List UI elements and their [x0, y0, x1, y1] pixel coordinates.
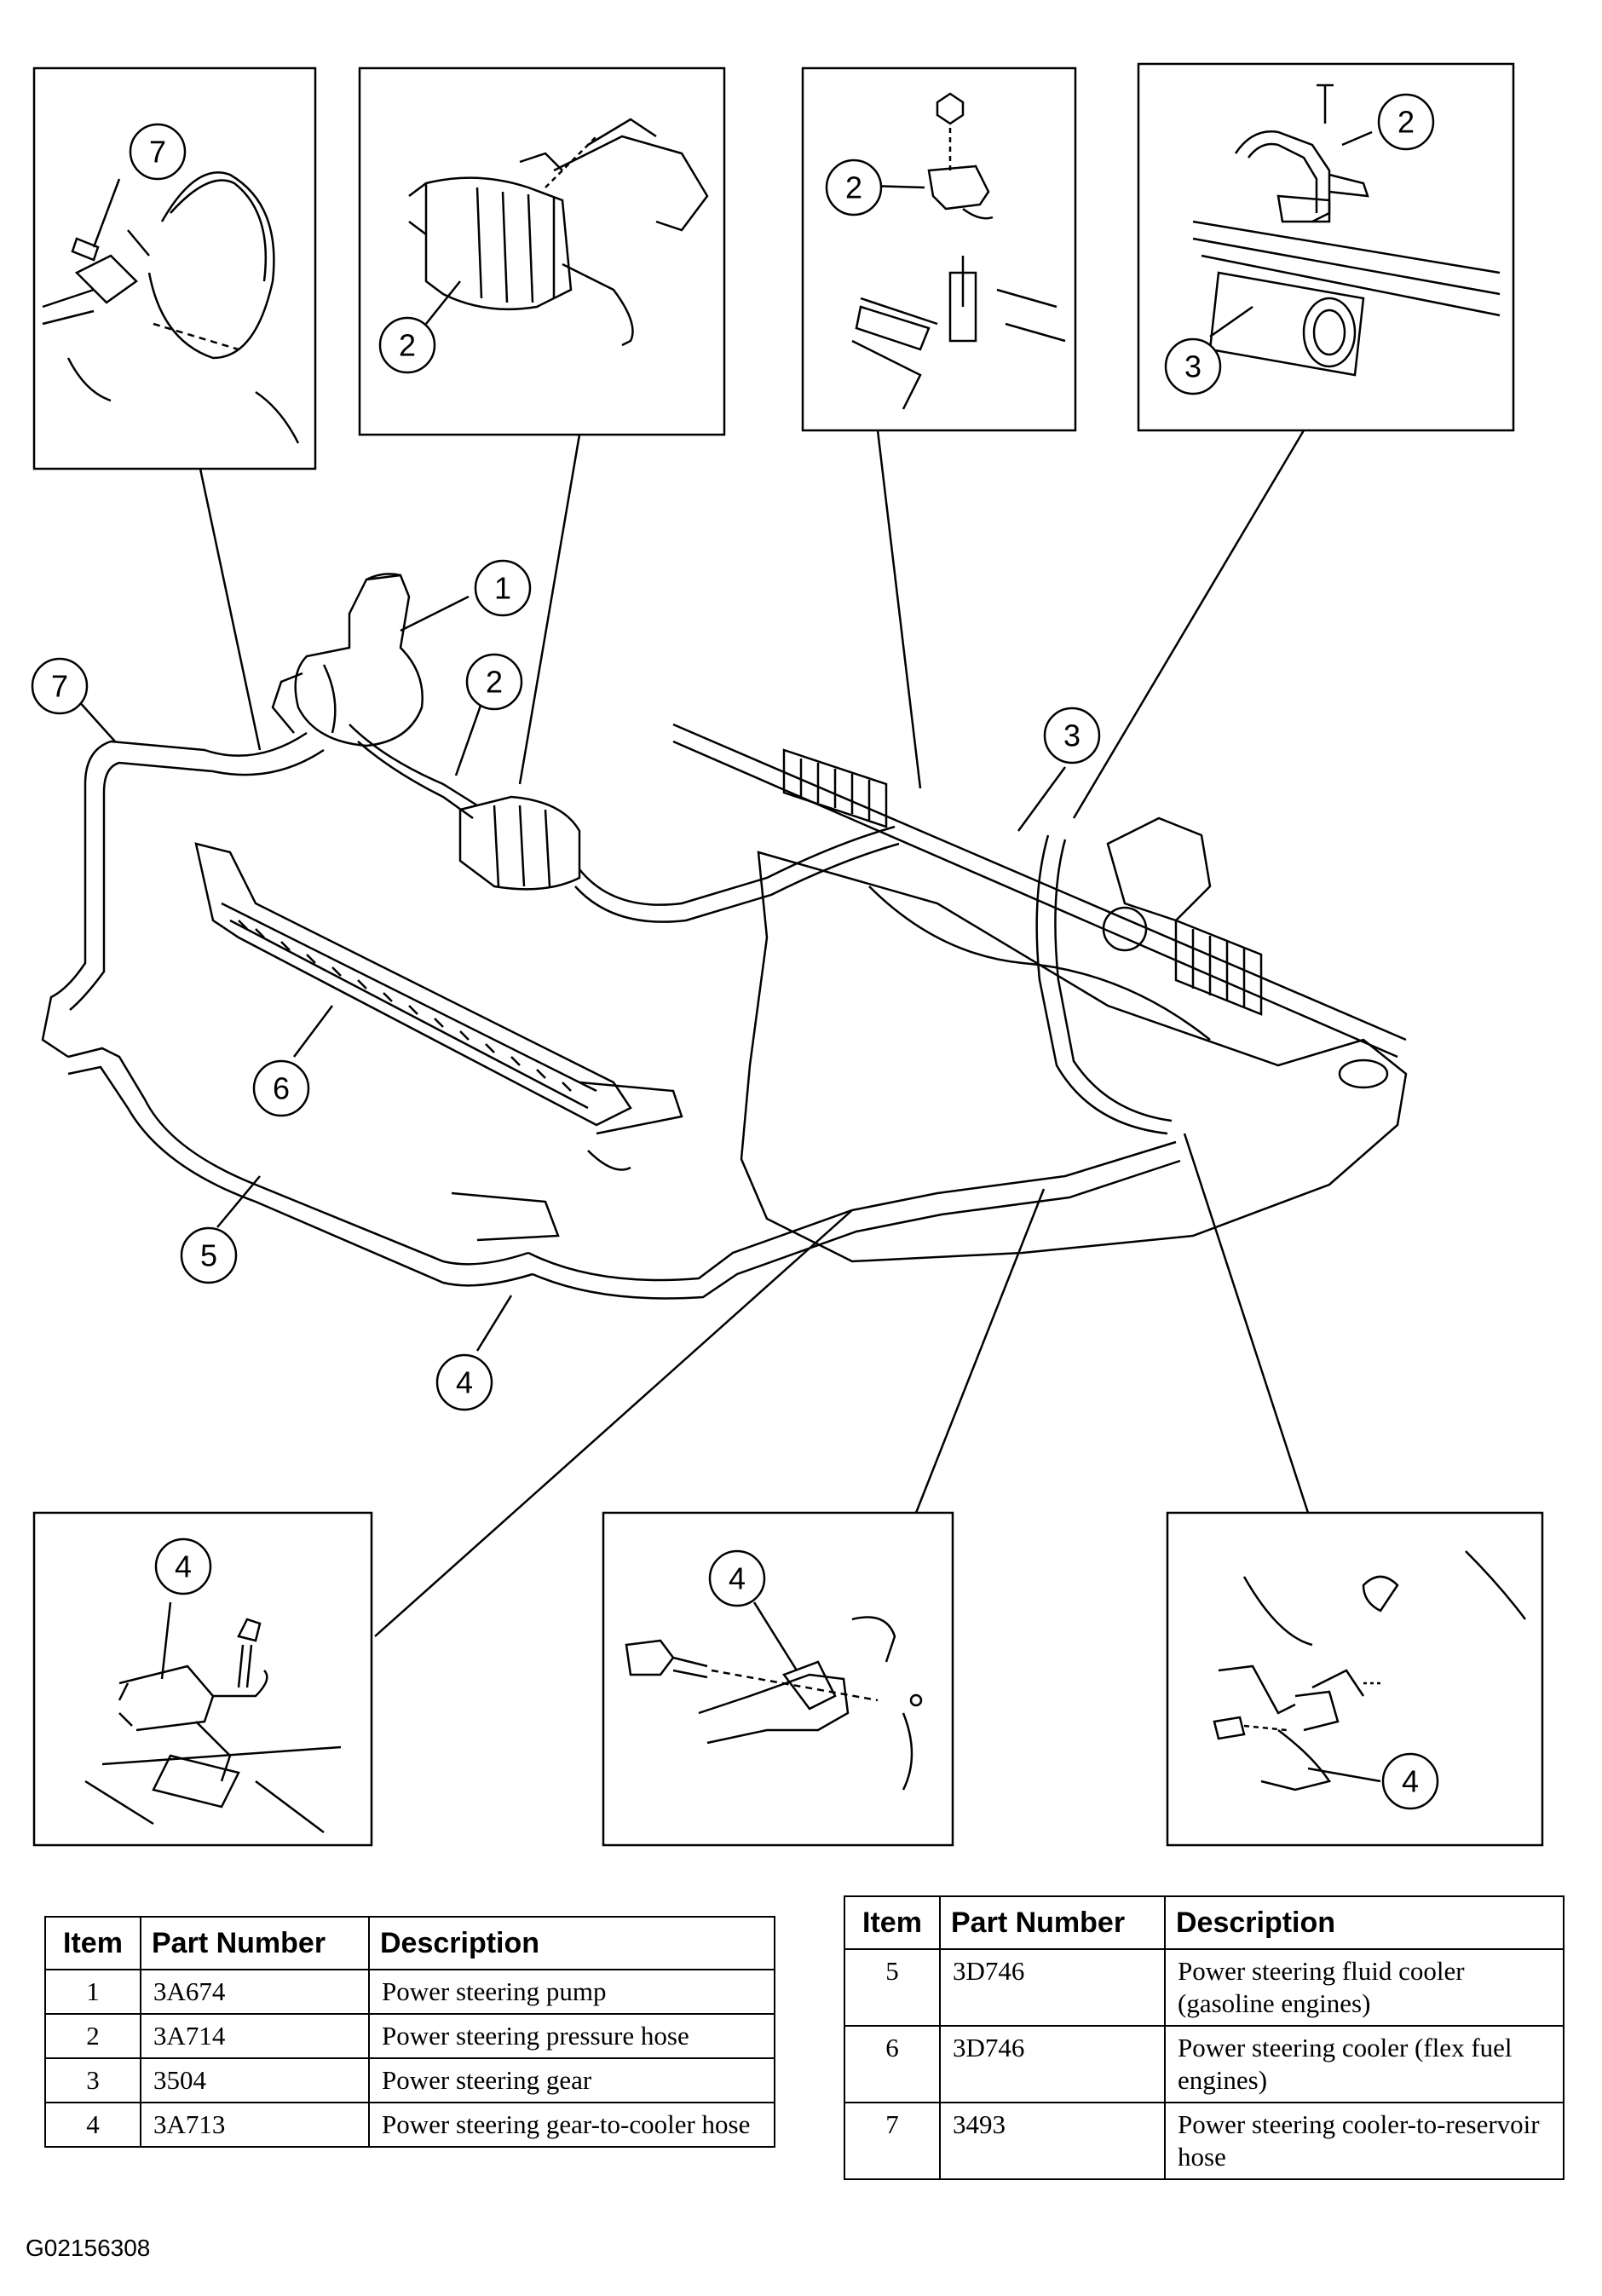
- callout-6: 6: [273, 1071, 290, 1106]
- table-row: 6 3D746 Power steering cooler (flex fuel…: [844, 2025, 1565, 2103]
- header-part-number: Part Number: [939, 1895, 1166, 1950]
- callout-2-gear-detail: 2: [1397, 105, 1415, 140]
- arrow-4-main: [475, 1295, 513, 1352]
- table-row: 1 3A674 Power steering pump: [44, 1969, 775, 2015]
- callout-circle: [1381, 1752, 1439, 1810]
- callout-2-bracket: 2: [845, 170, 862, 205]
- callout-circle: [1164, 337, 1222, 395]
- table-row: 4 3A713 Power steering gear-to-cooler ho…: [44, 2102, 775, 2148]
- cell-part-number: 3493: [939, 2102, 1166, 2180]
- callout-circle: [1377, 93, 1435, 151]
- callout-circle: [465, 653, 523, 711]
- detail-box-hose-4-c: [1166, 1511, 1544, 1847]
- callout-7-detail: 7: [149, 135, 166, 170]
- leader-7-detail: [199, 468, 262, 751]
- table-row: 2 3A714 Power steering pressure hose: [44, 2013, 775, 2059]
- header-description: Description: [1164, 1895, 1565, 1950]
- table-row: 7 3493 Power steering cooler-to-reservoi…: [844, 2102, 1565, 2180]
- leader-3-detail: [1072, 430, 1305, 819]
- table-header-row: Item Part Number Description: [44, 1916, 775, 1970]
- arrow-5: [216, 1175, 261, 1228]
- cell-description: Power steering pressure hose: [368, 2013, 775, 2059]
- cell-part-number: 3A674: [140, 1969, 370, 2015]
- callout-4-main: 4: [456, 1365, 473, 1400]
- detail-box-hose-2-bracket: [801, 66, 1077, 432]
- arrow-7-detail: [92, 178, 121, 248]
- table-header-row: Item Part Number Description: [844, 1895, 1565, 1950]
- table-row: 3 3504 Power steering gear: [44, 2057, 775, 2103]
- callout-4-b: 4: [729, 1561, 746, 1596]
- cell-item: 7: [844, 2102, 941, 2180]
- leader-2-detail: [518, 434, 581, 785]
- arrow-2-gear-detail: [1341, 130, 1373, 147]
- detail-box-hose-4-b: [602, 1511, 954, 1847]
- arrow-6: [293, 1005, 333, 1058]
- cell-item: 3: [44, 2057, 141, 2103]
- detail-box-hose-2-muffler: [358, 66, 726, 436]
- cell-item: 6: [844, 2025, 941, 2103]
- arrow-3-detail: [1209, 305, 1253, 338]
- detail-box-hose-4-a: [32, 1511, 373, 1847]
- leader-4-c: [1183, 1133, 1310, 1514]
- cell-item: 2: [44, 2013, 141, 2059]
- leader-4-a: [374, 1209, 853, 1637]
- callout-circle: [474, 559, 532, 617]
- callout-3-detail: 3: [1184, 349, 1202, 384]
- cell-item: 4: [44, 2102, 141, 2148]
- callout-2-main: 2: [486, 665, 503, 700]
- leader-4-b: [914, 1188, 1046, 1514]
- cell-description: Power steering pump: [368, 1969, 775, 2015]
- cell-item: 5: [844, 1948, 941, 2027]
- callout-circle: [31, 657, 89, 715]
- callout-circle: [129, 123, 187, 181]
- leader-2-bracket: [876, 430, 922, 789]
- power-steering-diagram: 7 2 2 2 3 1 2 7 3 6 5 4 4 4 4: [31, 62, 1544, 1847]
- arrow-7-main: [76, 698, 116, 742]
- detail-box-gear-3: [1137, 62, 1515, 432]
- arrow-4-c: [1307, 1767, 1381, 1783]
- callout-circle: [435, 1353, 493, 1411]
- cell-description: Power steering gear: [368, 2057, 775, 2103]
- callout-circle: [1043, 707, 1101, 764]
- cell-description: Power steering cooler-to-reservoir hose: [1164, 2102, 1565, 2180]
- cell-part-number: 3D746: [939, 1948, 1166, 2027]
- table-row: 5 3D746 Power steering fluid cooler (gas…: [844, 1948, 1565, 2027]
- figure-code: G02156308: [26, 2235, 151, 2261]
- callout-3-main: 3: [1063, 718, 1080, 753]
- callout-4-a: 4: [175, 1549, 192, 1584]
- cell-item: 1: [44, 1969, 141, 2015]
- cell-part-number: 3A714: [140, 2013, 370, 2059]
- arrow-3-main: [1017, 766, 1067, 832]
- arrow-2-detail: [425, 280, 461, 325]
- callout-4-c: 4: [1402, 1764, 1419, 1799]
- cell-part-number: 3D746: [939, 2025, 1166, 2103]
- callout-5: 5: [200, 1238, 217, 1273]
- parts-table-right: Item Part Number Description 5 3D746 Pow…: [844, 1895, 1565, 2180]
- arrow-4-b: [752, 1601, 798, 1671]
- header-item: Item: [44, 1916, 141, 1970]
- callout-1: 1: [494, 571, 511, 606]
- callout-circle: [378, 316, 436, 374]
- cell-description: Power steering fluid cooler (gasoline en…: [1164, 1948, 1565, 2027]
- cell-description: Power steering gear-to-cooler hose: [368, 2102, 775, 2148]
- arrow-4-a: [160, 1601, 172, 1680]
- callout-circle: [252, 1059, 310, 1117]
- cell-part-number: 3A713: [140, 2102, 370, 2148]
- arrow-1: [400, 595, 470, 632]
- callout-circle: [825, 159, 883, 216]
- cell-description: Power steering cooler (flex fuel engines…: [1164, 2025, 1565, 2103]
- main-assembly: [41, 573, 1408, 1300]
- arrow-2-main: [454, 702, 483, 776]
- callout-2-detail: 2: [399, 328, 416, 363]
- detail-box-hose-7: [32, 66, 317, 470]
- parts-table-left: Item Part Number Description 1 3A674 Pow…: [44, 1916, 775, 2148]
- header-item: Item: [844, 1895, 941, 1950]
- callout-7-main: 7: [51, 669, 68, 704]
- callout-circle: [180, 1226, 238, 1284]
- callout-circle: [154, 1537, 212, 1595]
- header-description: Description: [368, 1916, 775, 1970]
- header-part-number: Part Number: [140, 1916, 370, 1970]
- callout-circle: [708, 1549, 766, 1607]
- cell-part-number: 3504: [140, 2057, 370, 2103]
